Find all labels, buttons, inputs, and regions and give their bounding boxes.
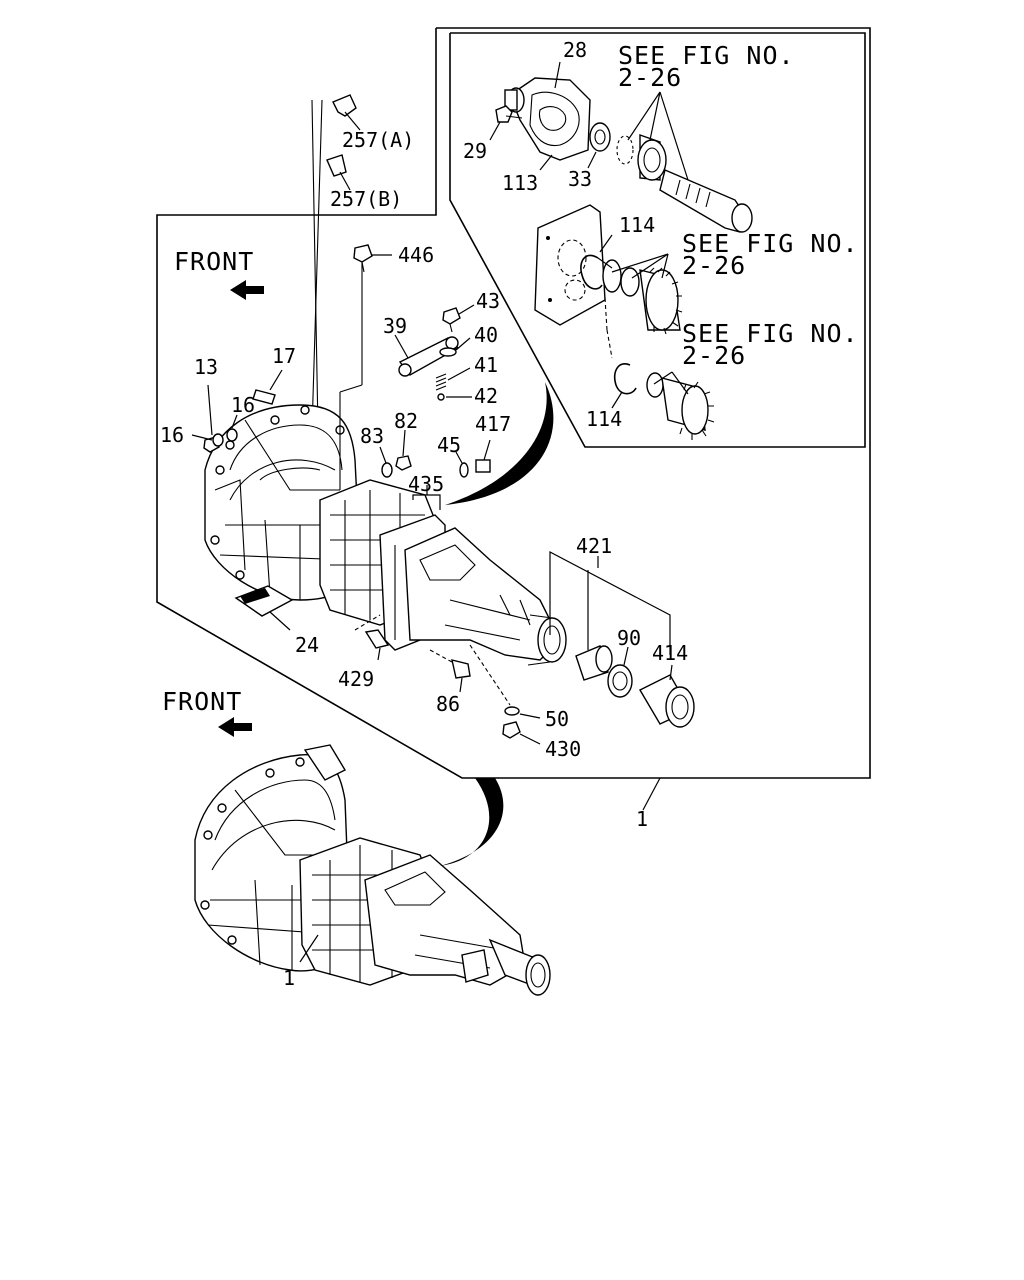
part-28-housing bbox=[504, 61, 591, 161]
output-shaft-assembly bbox=[616, 91, 753, 233]
callout-90: 90 bbox=[617, 626, 641, 650]
part-24-cover bbox=[234, 585, 294, 631]
part-257-clips bbox=[311, 94, 361, 431]
callout-29: 29 bbox=[463, 139, 487, 163]
main-frame bbox=[156, 27, 871, 779]
callout-13: 13 bbox=[194, 355, 218, 379]
see-fig-3-line2: 2-26 bbox=[682, 341, 746, 370]
callout-40: 40 bbox=[474, 323, 498, 347]
part-43-bolt bbox=[442, 304, 475, 333]
upper-transmission-body bbox=[204, 262, 567, 666]
part-417-plug bbox=[475, 439, 491, 473]
callout-16-upper: 16 bbox=[231, 393, 255, 417]
callout-17: 17 bbox=[272, 344, 296, 368]
front-arrow-lower-icon bbox=[218, 717, 252, 737]
see-fig-labels: SEE FIG NO. 2-26 SEE FIG NO. 2-26 SEE FI… bbox=[162, 41, 859, 716]
callout-114-upper: 114 bbox=[619, 213, 655, 237]
part-421-group bbox=[549, 551, 671, 655]
upper-small-parts bbox=[191, 244, 695, 745]
part-421-bushing bbox=[575, 645, 613, 681]
part-114-snapring-lower bbox=[606, 329, 637, 409]
part-41-spring bbox=[435, 367, 471, 391]
callout-82: 82 bbox=[394, 409, 418, 433]
callout-257b: 257(B) bbox=[330, 187, 402, 211]
leader-113 bbox=[539, 154, 553, 171]
part-429-pin bbox=[354, 614, 390, 661]
part-82-bolt bbox=[395, 429, 412, 471]
flow-arrow-upper bbox=[445, 382, 554, 505]
part-29-bolt bbox=[489, 105, 523, 141]
see-fig-1-line1: SEE FIG NO. bbox=[618, 41, 795, 70]
callout-43: 43 bbox=[476, 289, 500, 313]
callout-114-lower: 114 bbox=[586, 407, 622, 431]
part-50-washer bbox=[469, 644, 541, 719]
callout-257a: 257(A) bbox=[342, 128, 414, 152]
inset-parts bbox=[489, 61, 753, 440]
see-fig-1-line2: 2-26 bbox=[618, 63, 682, 92]
callout-1-frame: 1 bbox=[636, 807, 648, 831]
callout-24: 24 bbox=[295, 633, 319, 657]
part-17-dowel bbox=[252, 369, 283, 405]
callout-446: 446 bbox=[398, 243, 434, 267]
part-45-washer bbox=[455, 451, 469, 478]
part-86-bolt bbox=[429, 649, 471, 693]
part-435-bracket bbox=[412, 485, 441, 510]
reverse-idler-gear bbox=[646, 371, 715, 440]
callout-421: 421 bbox=[576, 534, 612, 558]
callout-414: 414 bbox=[652, 641, 688, 665]
callout-113: 113 bbox=[502, 171, 538, 195]
see-fig-2-line2: 2-26 bbox=[682, 251, 746, 280]
case-plate bbox=[534, 204, 606, 326]
callout-50: 50 bbox=[545, 707, 569, 731]
part-430-bolt bbox=[502, 721, 541, 745]
part-callouts: 28 29 113 33 114 114 257(A) 257(B) 446 4… bbox=[160, 38, 688, 990]
part-414-dust-cover bbox=[639, 664, 695, 728]
callout-33: 33 bbox=[568, 167, 592, 191]
callout-42: 42 bbox=[474, 384, 498, 408]
callout-16-lower: 16 bbox=[160, 423, 184, 447]
part-83-washer bbox=[379, 446, 393, 478]
part-16-pins bbox=[191, 414, 238, 447]
inset-frame bbox=[449, 32, 866, 448]
callout-39: 39 bbox=[383, 314, 407, 338]
flow-arrow-lower bbox=[440, 778, 504, 866]
callout-28: 28 bbox=[563, 38, 587, 62]
front-label-lower: FRONT bbox=[162, 687, 242, 716]
part-114-snapring-upper bbox=[580, 234, 613, 331]
callout-83: 83 bbox=[360, 424, 384, 448]
see-fig-3-line1: SEE FIG NO. bbox=[682, 319, 859, 348]
part-33-seal bbox=[587, 122, 611, 169]
assembled-transmission bbox=[194, 744, 551, 996]
callout-417: 417 bbox=[475, 412, 511, 436]
callout-435: 435 bbox=[408, 472, 444, 496]
leader-1 bbox=[642, 777, 661, 811]
part-40-washer bbox=[439, 337, 471, 357]
callout-45: 45 bbox=[437, 433, 461, 457]
callout-41: 41 bbox=[474, 353, 498, 377]
frame-lines bbox=[156, 27, 871, 811]
callout-430: 430 bbox=[545, 737, 581, 761]
front-arrow-upper-icon bbox=[230, 280, 264, 300]
callout-1-main: 1 bbox=[283, 966, 295, 990]
part-446-bolt bbox=[353, 244, 392, 273]
callout-429: 429 bbox=[338, 667, 374, 691]
front-label-upper: FRONT bbox=[174, 247, 254, 276]
part-90-seal bbox=[607, 646, 633, 698]
leader-114-upper-gear bbox=[597, 257, 613, 269]
see-fig-2-line1: SEE FIG NO. bbox=[682, 229, 859, 258]
counter-gear-cluster bbox=[602, 253, 683, 335]
part-42-ball bbox=[437, 393, 472, 401]
callout-86: 86 bbox=[436, 692, 460, 716]
